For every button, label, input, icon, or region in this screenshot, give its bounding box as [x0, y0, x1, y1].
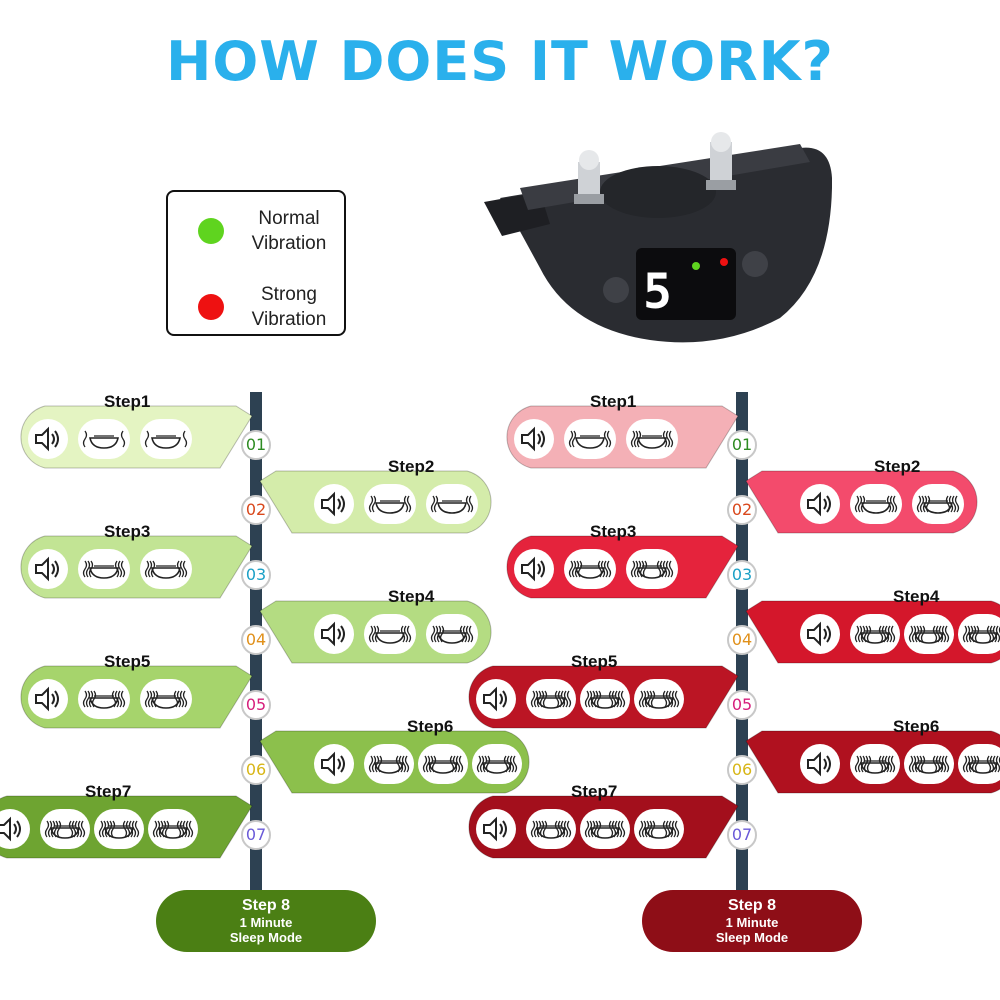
- speaker-icon: [800, 484, 840, 524]
- vibration-collar-icon: [626, 549, 678, 589]
- vibration-collar-icon: [40, 809, 90, 849]
- normal-step-1-panel: [20, 405, 253, 469]
- step-8-mode: Sleep Mode: [715, 930, 789, 945]
- normal-step-label: Step5: [104, 652, 151, 671]
- vibration-collar-icon: [850, 744, 900, 784]
- vibration-collar-icon: [580, 809, 630, 849]
- strong-step-number-badge: 05: [727, 690, 757, 720]
- strong-step-label: Step6: [893, 717, 940, 736]
- vibration-collar-icon: [526, 809, 576, 849]
- strong-step-label: Step3: [590, 522, 637, 541]
- legend-label-normal: Normal Vibration: [251, 208, 327, 254]
- vibration-collar-icon: [850, 614, 900, 654]
- strong-step-label: Step2: [874, 457, 921, 476]
- normal-step-number-badge: 06: [241, 755, 271, 785]
- strong-step-3-panel: [506, 535, 739, 599]
- speaker-icon: [476, 809, 516, 849]
- page-title: HOW DOES IT WORK?: [166, 30, 834, 93]
- step-8-duration: 1 Minute: [725, 915, 779, 930]
- device-display-digit: 5: [643, 264, 672, 320]
- green-dot-icon: [198, 218, 224, 244]
- normal-step-label: Step2: [388, 457, 435, 476]
- normal-step-number-badge: 02: [241, 495, 271, 525]
- vibration-collar-icon: [364, 614, 416, 654]
- vibration-collar-icon: [904, 744, 954, 784]
- strong-step-label: Step1: [590, 392, 637, 411]
- strong-step-1-panel: [506, 405, 739, 469]
- vibration-collar-icon: [94, 809, 144, 849]
- speaker-icon: [28, 679, 68, 719]
- vibration-collar-icon: [140, 419, 192, 459]
- step-8-title: Step 8: [727, 897, 776, 914]
- normal-step-number-badge: 05: [241, 690, 271, 720]
- legend-item-strong: Strong Vibration: [168, 276, 348, 336]
- strong-step-number-badge: 01: [727, 430, 757, 460]
- speaker-icon: [800, 614, 840, 654]
- normal-step-label: Step3: [104, 522, 151, 541]
- strong-step-label: Step5: [571, 652, 618, 671]
- vibration-collar-icon: [364, 484, 416, 524]
- vibration-collar-icon: [78, 419, 130, 459]
- step-8-duration: 1 Minute: [239, 915, 293, 930]
- vibration-collar-icon: [634, 809, 684, 849]
- vibration-collar-icon: [526, 679, 576, 719]
- vibration-collar-icon: [148, 809, 198, 849]
- strong-step-number-badge: 04: [727, 625, 757, 655]
- strong-step-number-badge: 03: [727, 560, 757, 590]
- normal-step-number-badge: 07: [241, 820, 271, 850]
- strong-step-number-badge: 06: [727, 755, 757, 785]
- strong-step-number-badge: 02: [727, 495, 757, 525]
- collar-device-image: 5: [480, 128, 840, 363]
- speaker-icon: [28, 419, 68, 459]
- vibration-collar-icon: [958, 614, 1000, 654]
- vibration-collar-icon: [78, 679, 130, 719]
- vibration-collar-icon: [912, 484, 964, 524]
- normal-step-label: Step1: [104, 392, 151, 411]
- normal-step-3-panel: [20, 535, 253, 599]
- normal-step-5-panel: [20, 665, 253, 729]
- vibration-collar-icon: [418, 744, 468, 784]
- normal-step-number-badge: 04: [241, 625, 271, 655]
- normal-step-number-badge: 03: [241, 560, 271, 590]
- strong-step-label: Step4: [893, 587, 940, 606]
- vibration-collar-icon: [78, 549, 130, 589]
- normal-step-label: Step6: [407, 717, 454, 736]
- red-dot-icon: [198, 294, 224, 320]
- legend-item-normal: Normal Vibration: [168, 200, 348, 260]
- speaker-icon: [314, 484, 354, 524]
- vibration-collar-icon: [626, 419, 678, 459]
- speaker-icon: [314, 744, 354, 784]
- vibration-collar-icon: [634, 679, 684, 719]
- speaker-icon: [800, 744, 840, 784]
- vibration-collar-icon: [850, 484, 902, 524]
- vibration-collar-icon: [564, 549, 616, 589]
- vibration-collar-icon: [472, 744, 522, 784]
- vibration-collar-icon: [140, 679, 192, 719]
- normal-step-number-badge: 01: [241, 430, 271, 460]
- speaker-icon: [476, 679, 516, 719]
- vibration-collar-icon: [426, 614, 478, 654]
- speaker-icon: [514, 549, 554, 589]
- normal-step-label: Step7: [85, 782, 132, 801]
- strong-step-number-badge: 07: [727, 820, 757, 850]
- vibration-collar-icon: [904, 614, 954, 654]
- legend-box: Normal Vibration Strong Vibration: [166, 190, 346, 336]
- vibration-collar-icon: [564, 419, 616, 459]
- legend-label-strong: Strong Vibration: [251, 284, 327, 330]
- normal-step-label: Step4: [388, 587, 435, 606]
- strong-step-label: Step7: [571, 782, 618, 801]
- vibration-collar-icon: [140, 549, 192, 589]
- speaker-icon: [314, 614, 354, 654]
- vibration-collar-icon: [958, 744, 1000, 784]
- vibration-collar-icon: [426, 484, 478, 524]
- step-8-title: Step 8: [241, 897, 290, 914]
- step-8-mode: Sleep Mode: [229, 930, 303, 945]
- speaker-icon: [514, 419, 554, 459]
- vibration-collar-icon: [364, 744, 414, 784]
- speaker-icon: [0, 809, 30, 849]
- vibration-collar-icon: [580, 679, 630, 719]
- speaker-icon: [28, 549, 68, 589]
